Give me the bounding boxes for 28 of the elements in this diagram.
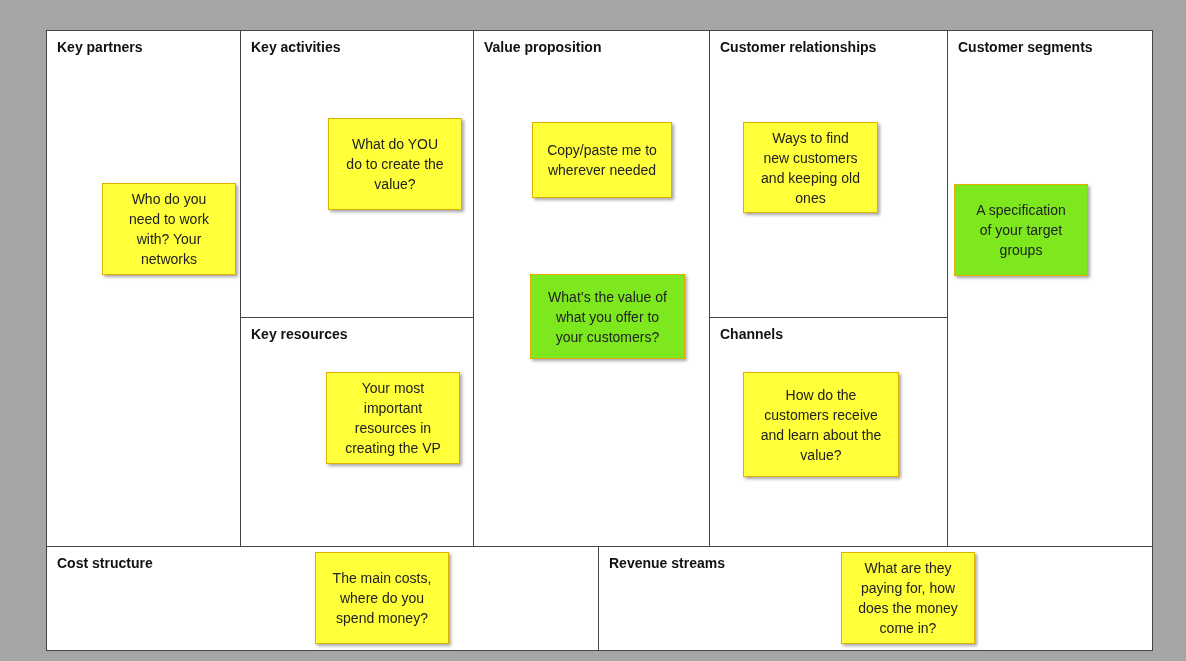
- section-heading: Revenue streams: [609, 555, 725, 571]
- sticky-note: What do YOU do to create the value?: [328, 118, 462, 210]
- sticky-note: Your most important resources in creating the VP: [326, 372, 460, 464]
- canvas-section: [709, 317, 948, 547]
- section-heading: Channels: [720, 326, 783, 342]
- section-heading: Cost structure: [57, 555, 153, 571]
- sticky-note: What’s the value of what you offer to your customers?: [530, 274, 685, 359]
- sticky-note: Copy/paste me to wherever needed: [532, 122, 672, 198]
- sticky-note: Who do you need to work with? Your networks: [102, 183, 236, 275]
- sticky-note: Ways to find new customers and keeping old ones: [743, 122, 878, 213]
- canvas-section: [46, 30, 242, 547]
- sticky-note: The main costs, where do you spend money?: [315, 552, 449, 644]
- canvas-section: [709, 30, 948, 318]
- section-heading: Customer segments: [958, 39, 1093, 55]
- canvas-section: [598, 546, 1153, 651]
- section-heading: Customer relationships: [720, 39, 877, 55]
- section-heading: Key activities: [251, 39, 341, 55]
- sticky-note: What are they paying for, how does the money come in?: [841, 552, 975, 644]
- canvas-section: [46, 546, 599, 651]
- section-heading: Key resources: [251, 326, 348, 342]
- sticky-note: How do the customers receive and learn about the value?: [743, 372, 899, 477]
- canvas-section: [240, 317, 474, 547]
- sticky-note: A specification of your target groups: [954, 184, 1088, 276]
- canvas-section: [947, 30, 1153, 547]
- canvas-section: [473, 30, 710, 547]
- canvas-section: [240, 30, 474, 318]
- section-heading: Key partners: [57, 39, 143, 55]
- section-heading: Value proposition: [484, 39, 602, 55]
